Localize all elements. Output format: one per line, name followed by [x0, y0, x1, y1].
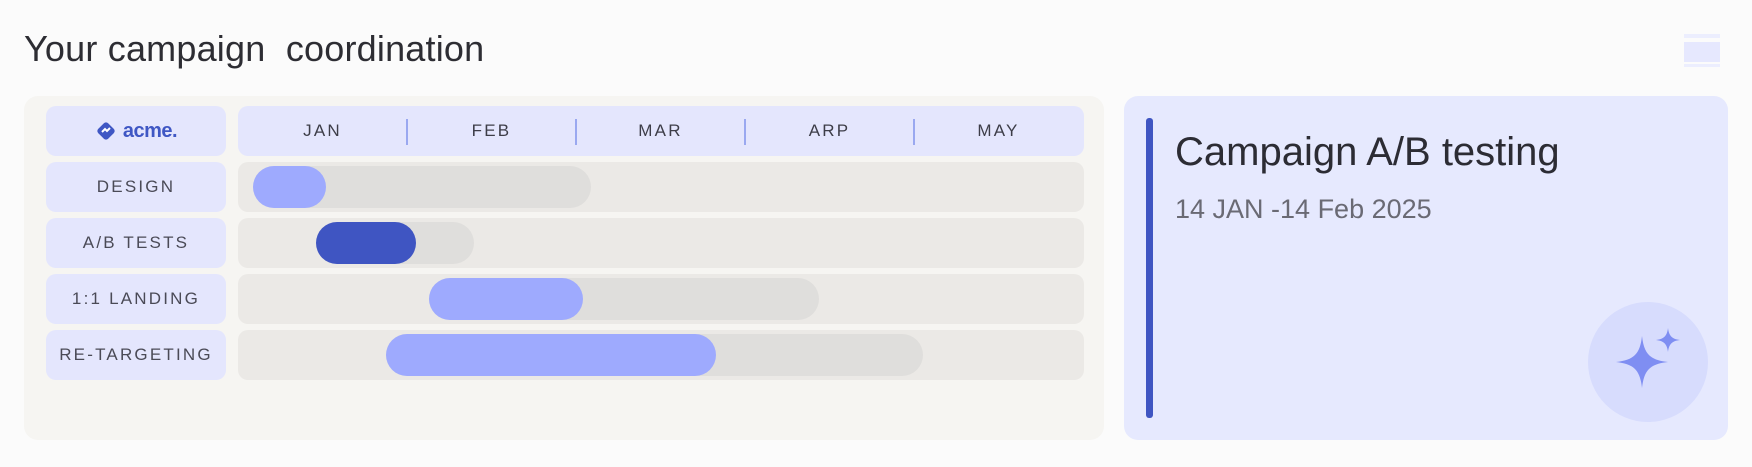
month-divider	[406, 119, 408, 145]
menu-icon[interactable]	[1684, 34, 1720, 67]
month-divider	[744, 119, 746, 145]
menu-icon-bar	[1684, 34, 1720, 38]
month-label: JAN	[303, 121, 342, 140]
menu-icon-bar	[1684, 64, 1720, 67]
task-bar-landing[interactable]	[429, 278, 583, 320]
task-bar-retargeting[interactable]	[386, 334, 716, 376]
task-track-design	[238, 162, 1084, 212]
row-label-design: DESIGN	[46, 162, 226, 212]
campaign-title: Campaign A/B testing	[1175, 130, 1560, 174]
task-track-landing	[238, 274, 1084, 324]
sparkle-button[interactable]	[1588, 302, 1708, 422]
menu-icon-bar	[1684, 42, 1720, 62]
page-title: Your campaign coordination	[24, 28, 485, 69]
row-label-retargeting: RE-TARGETING	[46, 330, 226, 380]
month-label: MAY	[977, 121, 1020, 140]
accent-line	[1146, 118, 1153, 418]
campaign-date-range: 14 JAN -14 Feb 2025	[1175, 194, 1432, 224]
sparkle-icon	[1616, 328, 1680, 388]
logo-text: acme.	[122, 119, 178, 142]
task-track-retargeting	[238, 330, 1084, 380]
row-label-ab-tests: A/B TESTS	[46, 218, 226, 268]
month-label: FEB	[471, 121, 512, 140]
task-bar-ab-tests[interactable]	[316, 222, 416, 264]
row-label-landing: 1:1 LANDING	[46, 274, 226, 324]
month-header: JAN FEB MAR ARP MAY	[238, 106, 1084, 156]
campaign-detail-card[interactable]: Campaign A/B testing 14 JAN -14 Feb 2025	[1124, 96, 1728, 440]
month-divider	[913, 119, 915, 145]
gantt-card: acme. JAN FEB MAR ARP MAY DESIGN A/B TES…	[24, 96, 1104, 440]
acme-logo-icon	[97, 122, 115, 140]
brand-logo-cell: acme.	[46, 106, 226, 156]
task-track-ab-tests	[238, 218, 1084, 268]
month-divider	[575, 119, 577, 145]
brand-logo: acme.	[95, 119, 178, 143]
month-label: MAR	[638, 121, 683, 140]
month-label: ARP	[808, 121, 851, 140]
task-bar-design[interactable]	[253, 166, 326, 208]
